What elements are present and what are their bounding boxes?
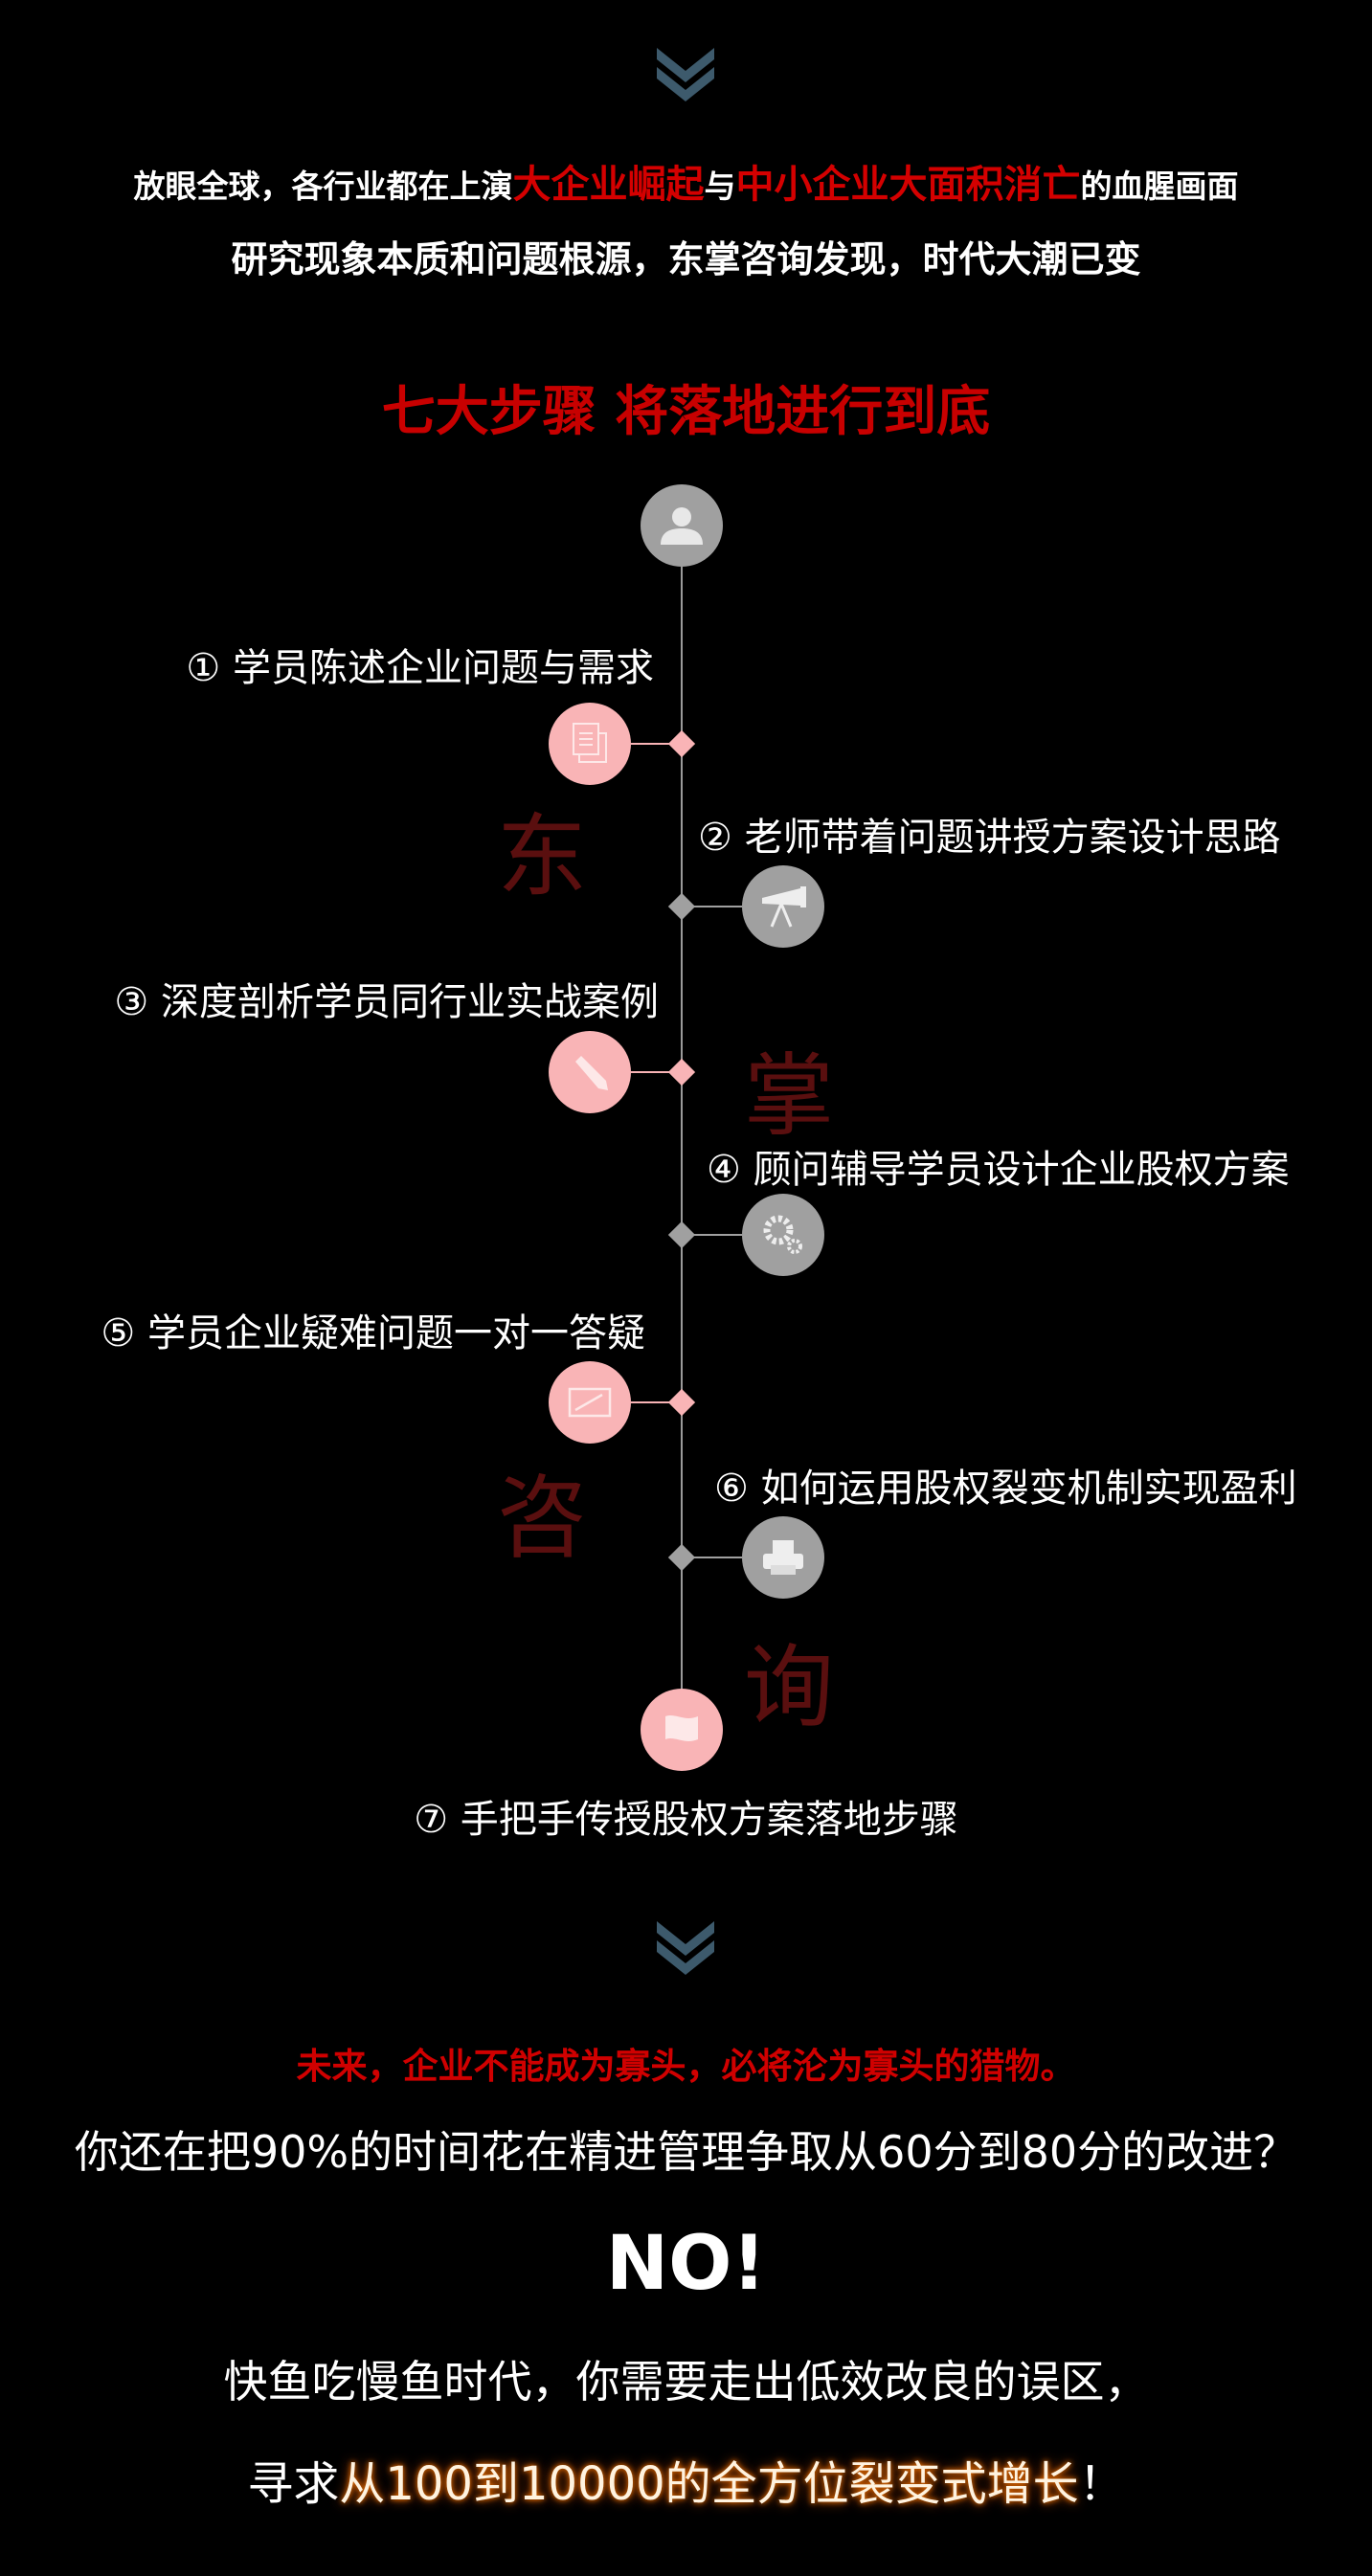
timeline-node <box>667 1388 696 1417</box>
intro-line-2: 研究现象本质和问题根源，东掌咨询发现，时代大潮已变 <box>231 238 1141 280</box>
double-chevron-down-icon <box>657 48 714 101</box>
no-heading: NO! <box>605 2221 767 2307</box>
highlight-text: 大企业崛起 <box>512 163 705 207</box>
watermark-char: 掌 <box>744 1044 835 1149</box>
growth-text: 寻求 <box>247 2457 340 2511</box>
step-7-label: ⑦ 手把手传授股权方案落地步骤 <box>414 1798 958 1842</box>
connector <box>683 906 742 907</box>
highlight-text: 中小企业大面积消亡 <box>735 163 1081 207</box>
step-2-label: ② 老师带着问题讲授方案设计思路 <box>698 816 1281 860</box>
step-6-label: ⑥ 如何运用股权裂变机制实现盈利 <box>714 1467 1297 1511</box>
growth-highlight: 从100到10000的全方位裂变式增长 <box>339 2457 1079 2511</box>
intro-text: 与 <box>704 168 736 205</box>
connector <box>683 1234 742 1236</box>
connector <box>631 1071 681 1073</box>
section-title: 七大步骤 将落地进行到底 <box>381 381 991 443</box>
pencil-icon <box>549 1031 631 1113</box>
warning-line: 未来，企业不能成为寡头，必将沦为寡头的猎物。 <box>296 2046 1076 2087</box>
user-avatar-icon <box>641 484 723 567</box>
step-5-label: ⑤ 学员企业疑难问题一对一答疑 <box>101 1311 645 1355</box>
intro-line-1: 放眼全球，各行业都在上演大企业崛起与中小企业大面积消亡的血腥画面 <box>0 153 1372 209</box>
step-4-label: ④ 顾问辅导学员设计企业股权方案 <box>707 1148 1290 1192</box>
growth-text: ！ <box>1078 2457 1125 2511</box>
timeline-node <box>667 892 696 921</box>
question-line: 你还在把90%的时间花在精进管理争取从60分到80分的改进？ <box>74 2126 1298 2178</box>
growth-line: 寻求从100到10000的全方位裂变式增长！ <box>0 2446 1372 2513</box>
timeline-node <box>667 1058 696 1086</box>
printer-icon <box>742 1516 824 1599</box>
flag-icon <box>641 1689 723 1771</box>
chart-board-icon <box>549 1361 631 1444</box>
message-line: 快鱼吃慢鱼时代，你需要走出低效改良的误区， <box>223 2356 1149 2408</box>
intro-text: 放眼全球，各行业都在上演 <box>133 168 513 205</box>
intro-text: 的血腥画面 <box>1080 168 1239 205</box>
documents-icon <box>549 703 631 785</box>
timeline-line <box>681 567 683 1730</box>
connector <box>683 1557 742 1558</box>
watermark-char: 东 <box>497 805 588 909</box>
step-1-label: ① 学员陈述企业问题与需求 <box>186 646 654 690</box>
connector <box>631 743 681 745</box>
telescope-icon <box>742 865 824 948</box>
watermark-char: 询 <box>744 1636 835 1740</box>
double-chevron-down-icon <box>657 1921 714 1975</box>
connector <box>631 1401 681 1403</box>
timeline-node <box>667 1543 696 1572</box>
watermark-char: 咨 <box>497 1467 588 1571</box>
timeline-node <box>667 1221 696 1249</box>
gears-icon <box>742 1194 824 1276</box>
timeline-node <box>667 729 696 758</box>
step-3-label: ③ 深度剖析学员同行业实战案例 <box>114 980 659 1024</box>
